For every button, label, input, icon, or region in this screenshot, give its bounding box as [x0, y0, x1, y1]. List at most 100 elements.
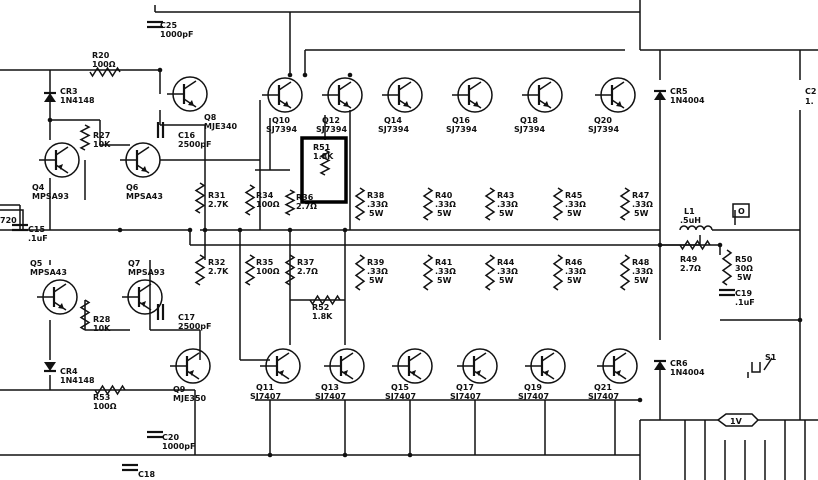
- transistor-part-q14: SJ7394: [378, 125, 409, 134]
- transistor-ref-q19: Q19: [524, 383, 542, 392]
- transistor-ref-q10: Q10: [272, 116, 290, 125]
- resistor-ref-r20: R20: [92, 51, 110, 60]
- transistor-part-q6: MPSA43: [126, 192, 163, 201]
- transistor-part-q20: SJ7394: [588, 125, 619, 134]
- resistor-ref-r49: R49: [680, 255, 698, 264]
- junction-dot: [117, 227, 123, 233]
- junction-dot: [302, 72, 308, 78]
- diode-part-cr4: 1N4148: [60, 376, 95, 385]
- transistor-ref-q20: Q20: [594, 116, 612, 125]
- transistor-part-q11: SJ7407: [250, 392, 281, 401]
- diode-part-cr5: 1N4004: [670, 96, 705, 105]
- resistor-value-r47: .33Ω: [632, 200, 653, 209]
- transistor-part-q8: MJE340: [204, 122, 238, 131]
- resistor-ref-r40: R40: [435, 191, 453, 200]
- resistor-value-r35: 100Ω: [256, 267, 280, 276]
- inductor-ref: L1: [684, 207, 695, 216]
- junction-dot: [342, 452, 348, 458]
- switch-s1: S1: [747, 353, 777, 378]
- junction-dot: [347, 72, 353, 78]
- resistor-ref-r31: R31: [208, 191, 226, 200]
- capacitor-value-c17: 2500pF: [178, 322, 211, 331]
- transistor-part-q15: SJ7407: [385, 392, 416, 401]
- resistor-watt-r43: 5W: [499, 209, 514, 218]
- resistor-ref-r43: R43: [497, 191, 514, 200]
- resistor-ref-r46: R46: [565, 258, 583, 267]
- diode-ref-cr6: CR6: [670, 359, 688, 368]
- voltage-tag-label: 1V: [730, 417, 743, 426]
- junction-dot: [637, 397, 643, 403]
- resistor-ref-r35: R35: [256, 258, 274, 267]
- resistor-ref-r53: R53: [93, 393, 110, 402]
- transistor-ref-q8: Q8: [204, 113, 217, 122]
- resistor-value-r53: 100Ω: [93, 402, 117, 411]
- transistor-ref-q17: Q17: [456, 383, 474, 392]
- resistor-value-r43: .33Ω: [497, 200, 518, 209]
- resistor-value-r45: .33Ω: [565, 200, 586, 209]
- resistor-ref-r44: R44: [497, 258, 515, 267]
- capacitor-value-c16: 2500pF: [178, 140, 211, 149]
- voltage-tag-1v: [716, 413, 760, 427]
- resistor-watt-r50: 5W: [737, 273, 752, 282]
- diode-part-cr6: 1N4004: [670, 368, 705, 377]
- transistor-ref-q21: Q21: [594, 383, 612, 392]
- capacitor-ref-c19: C19: [735, 289, 752, 298]
- transistor-part-q4: MPSA93: [32, 192, 69, 201]
- switch-ref: S1: [765, 353, 777, 362]
- resistor-ref-r51: R51: [313, 143, 331, 152]
- c2-partial-label: C2: [805, 87, 816, 96]
- junction-dot: [287, 72, 293, 78]
- resistor-watt-r44: 5W: [499, 276, 514, 285]
- capacitor-c19: C19.1uF: [719, 288, 755, 307]
- transistor-ref-q14: Q14: [384, 116, 402, 125]
- capacitor-ref-c16: C16: [178, 131, 195, 140]
- resistor-value-r39: .33Ω: [367, 267, 388, 276]
- transistor-part-q21: SJ7407: [588, 392, 619, 401]
- resistor-ref-r41: R41: [435, 258, 453, 267]
- junction-dot: [342, 227, 348, 233]
- junction-dot: [47, 117, 53, 123]
- resistor-ref-r27: R27: [93, 131, 110, 140]
- resistor-ref-r52: R52: [312, 303, 329, 312]
- inductor-value: .5uH: [680, 216, 701, 225]
- transistor-ref-q11: Q11: [256, 383, 274, 392]
- resistor-watt-r39: 5W: [369, 276, 384, 285]
- r51-highlight-box: [300, 136, 348, 204]
- capacitor-c15: C15.1uF: [12, 223, 48, 243]
- diode-ref-cr4: CR4: [60, 367, 78, 376]
- capacitor-ref-c20: C20: [162, 433, 179, 442]
- transistor-ref-q18: Q18: [520, 116, 538, 125]
- capacitor-value-c20: 1000pF: [162, 442, 195, 451]
- junction-dot: [287, 227, 293, 233]
